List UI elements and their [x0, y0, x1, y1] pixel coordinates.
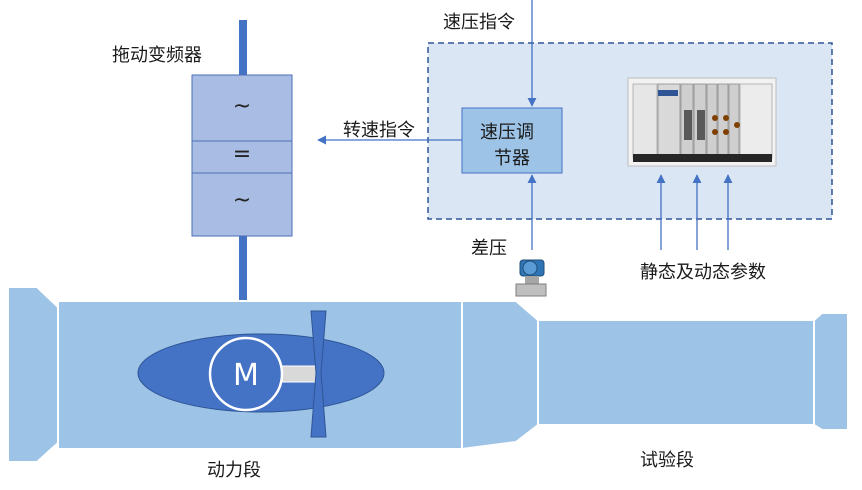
- duct-contraction: [461, 300, 539, 451]
- static-dynamic-params-label: 静态及动态参数: [640, 262, 766, 283]
- ni-chassis-image: [627, 77, 777, 167]
- motor-shaft: [279, 365, 321, 383]
- vfd-dc-symbol: =: [232, 142, 252, 167]
- power-section-label: 动力段: [207, 460, 261, 481]
- vfd-box-bottom: [191, 172, 293, 237]
- vfd-ac-symbol-bottom: ~: [232, 188, 252, 213]
- duct-test-section: [537, 319, 815, 426]
- vfd-top-shaft: [239, 20, 247, 75]
- vfd-box-middle: [191, 140, 293, 174]
- vfd-ac-symbol-top: ~: [232, 94, 252, 119]
- vfd-box-top: [191, 74, 293, 142]
- duct-outlet-flange: [813, 312, 849, 431]
- vfd-label: 拖动变频器: [112, 45, 202, 66]
- duct-inlet-flange: [7, 286, 59, 463]
- motor-label: M: [233, 358, 259, 393]
- regulator-box: [461, 107, 563, 174]
- speed-cmd-label: 转速指令: [343, 120, 415, 141]
- test-section-label: 试验段: [640, 450, 694, 471]
- pressure-transmitter-image: [515, 259, 547, 297]
- regulator-label-line2: 节器: [494, 148, 530, 169]
- motor-circle: [208, 336, 284, 412]
- regulator-label-line1: 速压调: [480, 122, 534, 143]
- vfd-bottom-shaft: [239, 236, 247, 336]
- speed-pressure-cmd-label: 速压指令: [443, 12, 515, 33]
- diff-pressure-label: 差压: [471, 238, 507, 259]
- fan-blade: [310, 310, 327, 438]
